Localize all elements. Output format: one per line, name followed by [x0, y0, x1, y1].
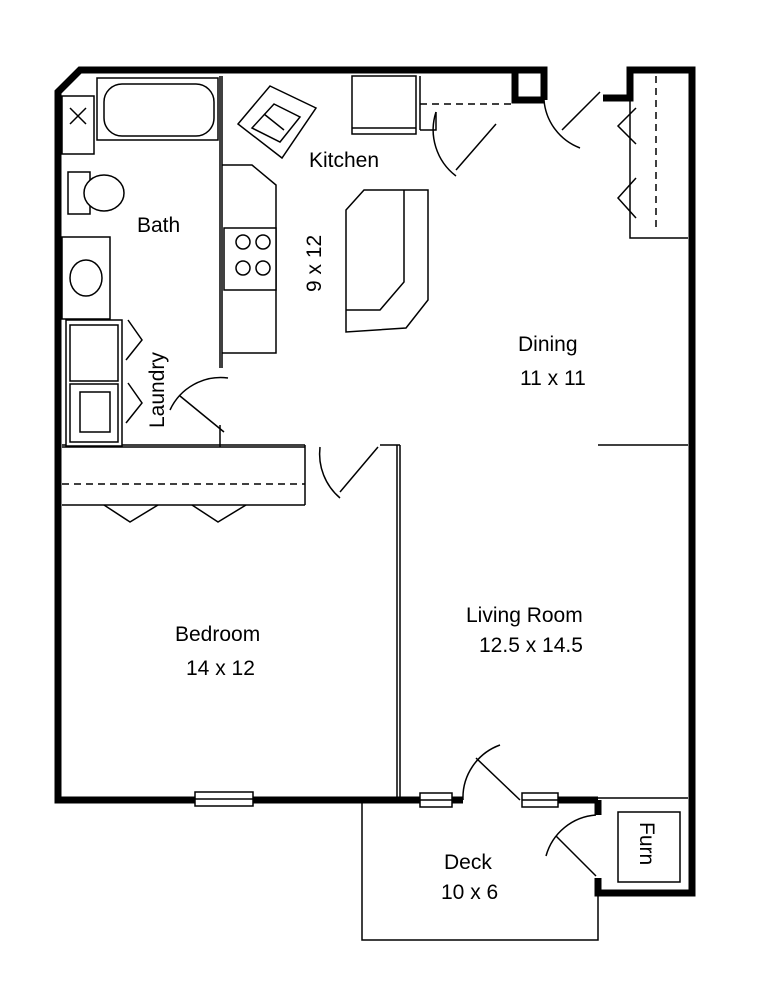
bathtub	[96, 77, 219, 141]
linen-closet	[61, 95, 95, 155]
deck-size: 10 x 6	[441, 881, 498, 904]
front-door-left	[543, 91, 601, 149]
bedroom-label: Bedroom	[175, 623, 260, 646]
toilet	[67, 171, 125, 215]
living-room-label: Living Room	[466, 604, 583, 627]
kitchen-label: Kitchen	[309, 149, 379, 172]
dining-size: 11 x 11	[520, 367, 586, 390]
range-stove	[223, 227, 277, 291]
bath-vanity	[61, 236, 111, 320]
furnace-door	[545, 814, 597, 877]
patio-door	[462, 744, 521, 801]
bedroom-door	[318, 446, 379, 499]
kitchen-counter	[222, 164, 277, 354]
refrigerator	[351, 75, 417, 135]
bath-label: Bath	[137, 214, 180, 237]
bedroom-window	[194, 791, 254, 807]
deck-label: Deck	[444, 851, 492, 874]
kitchen-sink	[236, 85, 318, 160]
entry-door	[432, 111, 497, 177]
living-window-left	[419, 792, 453, 808]
bedroom-size: 14 x 12	[186, 657, 255, 680]
living-room-size: 12.5 x 14.5	[479, 634, 583, 657]
kitchen-size: 9 x 12	[303, 235, 326, 292]
laundry-door	[169, 376, 229, 433]
kitchen-island	[345, 189, 429, 333]
dining-label: Dining	[518, 333, 578, 356]
furnace-label: Furn	[635, 822, 658, 865]
entry-closet	[419, 76, 515, 131]
bedroom-closet	[62, 445, 306, 523]
living-window-right	[521, 792, 559, 808]
dining-closet	[616, 76, 688, 239]
laundry-label: Laundry	[146, 352, 169, 428]
laundry-washer-dryer	[65, 319, 143, 447]
deck-outline	[361, 800, 599, 941]
